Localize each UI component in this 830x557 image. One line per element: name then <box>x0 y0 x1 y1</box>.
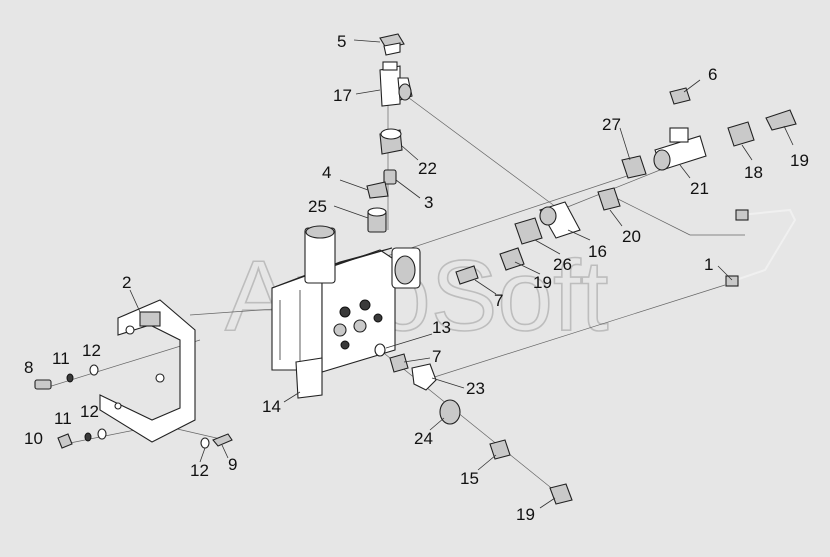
part-12-washer-lower <box>97 428 107 440</box>
callout-7-lower: 7 <box>432 347 441 366</box>
part-18-nut <box>727 121 755 147</box>
callout-7-upper: 7 <box>494 291 503 310</box>
callout-12-upper: 12 <box>82 341 101 360</box>
leader-lines <box>129 39 794 509</box>
callout-16: 16 <box>588 242 607 261</box>
part-11-washer-upper <box>66 373 74 383</box>
callout-2: 2 <box>122 273 131 292</box>
callout-4: 4 <box>322 163 331 182</box>
part-23-elbow <box>411 363 437 391</box>
part-16-tee <box>539 201 581 239</box>
part-5-plug <box>379 33 405 56</box>
part-7-fitting-lower <box>389 353 409 373</box>
callout-27: 27 <box>602 115 621 134</box>
part-6-plug <box>669 87 691 105</box>
part-9-bolt <box>212 433 233 447</box>
callout-6: 6 <box>708 65 717 84</box>
part-4-plug <box>366 181 389 199</box>
part-2-bracket <box>99 299 196 443</box>
callout-8: 8 <box>24 358 33 377</box>
callout-25: 25 <box>308 197 327 216</box>
part-17-tee <box>379 61 413 107</box>
part-20-nut <box>597 187 621 211</box>
callout-3: 3 <box>424 193 433 212</box>
callout-15: 15 <box>460 469 479 488</box>
part-10-nut <box>57 433 73 449</box>
callout-19-top: 19 <box>790 151 809 170</box>
callout-11-upper: 11 <box>52 349 70 368</box>
part-26-coupler <box>514 217 543 245</box>
callout-13: 13 <box>432 318 451 337</box>
callout-24: 24 <box>414 429 433 448</box>
callout-21: 21 <box>690 179 709 198</box>
callout-17: 17 <box>333 86 352 105</box>
part-14-valve-block <box>271 225 421 399</box>
callout-1: 1 <box>704 255 713 274</box>
callout-11-lower: 11 <box>54 409 72 428</box>
part-8-bolt <box>34 379 52 390</box>
callout-22: 22 <box>418 159 437 178</box>
part-7-fitting-upper <box>455 265 479 285</box>
callout-19-bottom: 19 <box>516 505 535 524</box>
part-12-washer-right <box>200 437 210 449</box>
part-13-oring <box>374 343 386 357</box>
callout-20: 20 <box>622 227 641 246</box>
part-19-fitting-top <box>765 109 797 131</box>
part-1-pipe <box>725 208 797 287</box>
part-22-fitting <box>379 128 403 155</box>
callout-10: 10 <box>24 429 43 448</box>
part-19-fitting-bottom <box>549 483 573 505</box>
part-15-nut <box>489 439 511 460</box>
part-11-washer-lower <box>84 432 92 442</box>
callout-5: 5 <box>337 32 346 51</box>
part-25-adapter <box>367 207 387 233</box>
callout-18: 18 <box>744 163 763 182</box>
part-27-adapter <box>621 155 647 179</box>
callout-14: 14 <box>262 397 281 416</box>
callout-26: 26 <box>553 255 572 274</box>
part-24-adapter <box>439 399 461 425</box>
part-21-tee <box>653 127 707 171</box>
callout-19-middle: 19 <box>533 273 552 292</box>
part-3-nut <box>383 169 397 185</box>
part-19-fitting-middle <box>499 247 525 271</box>
callout-12-lower: 12 <box>80 402 99 421</box>
callout-labels: 5 17 22 3 4 25 6 27 21 18 19 20 16 26 19… <box>24 32 809 524</box>
callout-23: 23 <box>466 379 485 398</box>
part-12-washer-upper <box>89 364 99 376</box>
callout-12-right: 12 <box>190 461 209 480</box>
callout-9: 9 <box>228 455 237 474</box>
